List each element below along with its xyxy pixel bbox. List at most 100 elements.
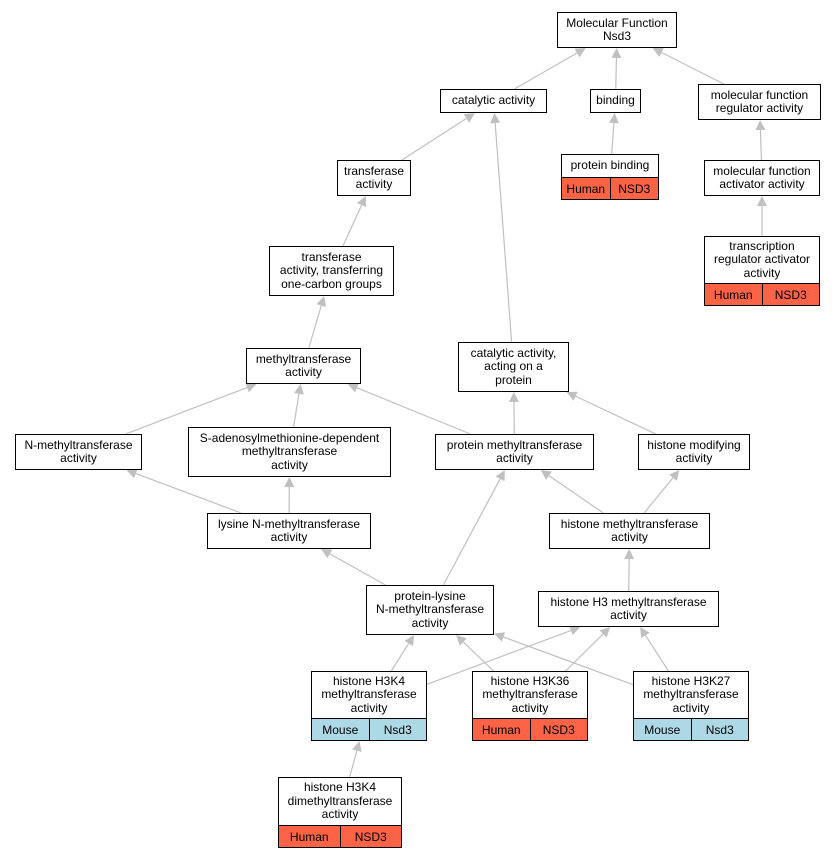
node-mf-regulator-activity[interactable]: molecular function regulator activity xyxy=(698,84,821,120)
gene-tag: Nsd3 xyxy=(368,719,426,740)
node-transferase-one-carbon[interactable]: transferase activity, transferring one-c… xyxy=(269,246,394,296)
node-n-methyltransferase[interactable]: N-methyltransferase activity xyxy=(15,434,142,470)
edge-line xyxy=(292,393,300,428)
node-histone-h3k4-dimethyltransferase[interactable]: histone H3K4 dimethyltransferase activit… xyxy=(278,777,402,848)
node-protein-lysine-n-methyltransferase[interactable]: protein-lysine N-methyltransferase activ… xyxy=(366,585,494,635)
edge-line xyxy=(356,387,471,435)
node-label: histone H3K27 methyltransferase activity xyxy=(643,673,739,715)
edge-line xyxy=(503,636,634,686)
gene-tag: NSD3 xyxy=(761,284,819,305)
edge-arrowhead xyxy=(463,113,475,123)
node-molecular-function-root[interactable]: Molecular Function Nsd3 xyxy=(557,12,677,48)
edge-arrowhead xyxy=(294,384,304,395)
edge-arrowhead xyxy=(495,470,505,482)
node-histone-h3k4-methyltransferase[interactable]: histone H3K4 methyltransferase activity … xyxy=(311,671,427,741)
node-protein-methyltransferase[interactable]: protein methyltransferase activity xyxy=(435,434,594,470)
edge-arrowhead xyxy=(494,632,506,642)
edge-arrowhead xyxy=(357,196,367,208)
species-tag: Mouse xyxy=(634,719,691,740)
edge-arrowhead xyxy=(490,113,501,124)
edge-arrowhead xyxy=(126,468,138,479)
node-label: transcription regulator activator activi… xyxy=(713,238,811,280)
species-tag: Human xyxy=(279,826,340,847)
edge-line xyxy=(548,475,604,514)
edge-arrowhead xyxy=(321,549,333,559)
node-label: histone H3K4 methyltransferase activity xyxy=(321,673,417,715)
edge-line xyxy=(342,204,363,247)
node-label: binding xyxy=(596,93,635,108)
node-label: catalytic activity xyxy=(451,93,536,108)
edge-line xyxy=(514,52,578,90)
node-label: catalytic activity, acting on a protein xyxy=(470,345,557,387)
edge-line xyxy=(615,57,618,90)
node-mf-activator-activity[interactable]: molecular function activator activity xyxy=(704,160,820,196)
edge-arrowhead xyxy=(757,196,767,206)
node-label: molecular function activator activity xyxy=(713,163,811,191)
edge-arrowhead xyxy=(540,470,552,480)
edge-line xyxy=(643,477,674,514)
edge-arrowhead xyxy=(652,48,664,57)
node-label: lysine N-methyltransferase activity xyxy=(217,516,361,544)
node-lysine-n-methyltransferase[interactable]: lysine N-methyltransferase activity xyxy=(207,513,371,549)
node-histone-modifying[interactable]: histone modifying activity xyxy=(638,434,750,470)
node-histone-methyltransferase[interactable]: histone methyltransferase activity xyxy=(549,513,710,549)
node-label: S-adenosylmethionine-dependent methyltra… xyxy=(199,430,380,472)
node-label: histone H3K36 methyltransferase activity xyxy=(482,673,578,715)
node-methyltransferase-activity[interactable]: methyltransferase activity xyxy=(246,348,361,384)
edge-line xyxy=(442,478,501,586)
node-label: histone H3 methyltransferase activity xyxy=(550,594,707,622)
edge-arrowhead xyxy=(352,741,362,752)
edge-arrowhead xyxy=(574,48,586,58)
edge-line xyxy=(759,129,763,161)
node-label: histone modifying activity xyxy=(647,437,741,465)
edge-arrowhead xyxy=(624,549,635,560)
edge-line xyxy=(135,472,242,514)
edge-line xyxy=(575,395,657,435)
node-histone-h3-methyltransferase[interactable]: histone H3 methyltransferase activity xyxy=(538,591,719,627)
node-label: protein methyltransferase activity xyxy=(446,437,583,465)
node-label: methyltransferase activity xyxy=(255,351,352,379)
edge-line xyxy=(426,629,572,685)
node-label: protein-lysine N-methyltransferase activ… xyxy=(375,588,485,630)
gene-tag: NSD3 xyxy=(529,719,587,740)
species-tag: Human xyxy=(705,284,762,305)
edge-arrowhead xyxy=(347,383,359,393)
node-label: transferase activity, transferring one-c… xyxy=(279,249,384,291)
node-transferase-activity[interactable]: transferase activity xyxy=(337,160,411,196)
edge-arrowhead xyxy=(669,470,680,481)
edge-line xyxy=(494,122,513,343)
node-sam-dependent-methyltransferase[interactable]: S-adenosylmethionine-dependent methyltra… xyxy=(188,427,391,477)
node-protein-binding[interactable]: protein binding Human NSD3 xyxy=(561,154,659,200)
node-label: N-methyltransferase activity xyxy=(24,437,133,465)
species-tag: Human xyxy=(473,719,530,740)
edge-arrowhead xyxy=(755,120,766,131)
node-catalytic-acting-on-protein[interactable]: catalytic activity, acting on a protein xyxy=(458,342,569,392)
node-histone-h3k36-methyltransferase[interactable]: histone H3K36 methyltransferase activity… xyxy=(472,671,588,741)
gene-tag: Nsd3 xyxy=(690,719,748,740)
edge-line xyxy=(329,553,386,586)
edge-arrowhead xyxy=(640,627,650,639)
edge-arrowhead xyxy=(611,48,622,59)
edge-line xyxy=(565,633,604,672)
annotation-row: Human NSD3 xyxy=(562,177,658,199)
edge-arrowhead xyxy=(508,392,519,403)
node-transcription-regulator-activator[interactable]: transcription regulator activator activi… xyxy=(704,236,820,306)
edge-line xyxy=(390,643,410,672)
annotation-row: Mouse Nsd3 xyxy=(312,718,426,740)
species-tag: Mouse xyxy=(312,719,369,740)
node-catalytic-activity[interactable]: catalytic activity xyxy=(440,89,547,113)
node-label: histone H3K4 dimethyltransferase activit… xyxy=(287,780,393,822)
edge-arrowhead xyxy=(316,296,327,308)
node-binding[interactable]: binding xyxy=(590,89,641,113)
gene-tag: NSD3 xyxy=(339,826,401,847)
edge-line xyxy=(308,305,322,349)
edge-line xyxy=(661,51,725,85)
node-label: molecular function regulator activity xyxy=(710,87,809,115)
node-label: protein binding xyxy=(570,158,650,173)
node-label: Molecular Function Nsd3 xyxy=(566,15,668,43)
annotation-row: Human NSD3 xyxy=(473,718,587,740)
node-histone-h3k27-methyltransferase[interactable]: histone H3K27 methyltransferase activity… xyxy=(633,671,749,741)
node-label: histone methyltransferase activity xyxy=(560,516,699,544)
